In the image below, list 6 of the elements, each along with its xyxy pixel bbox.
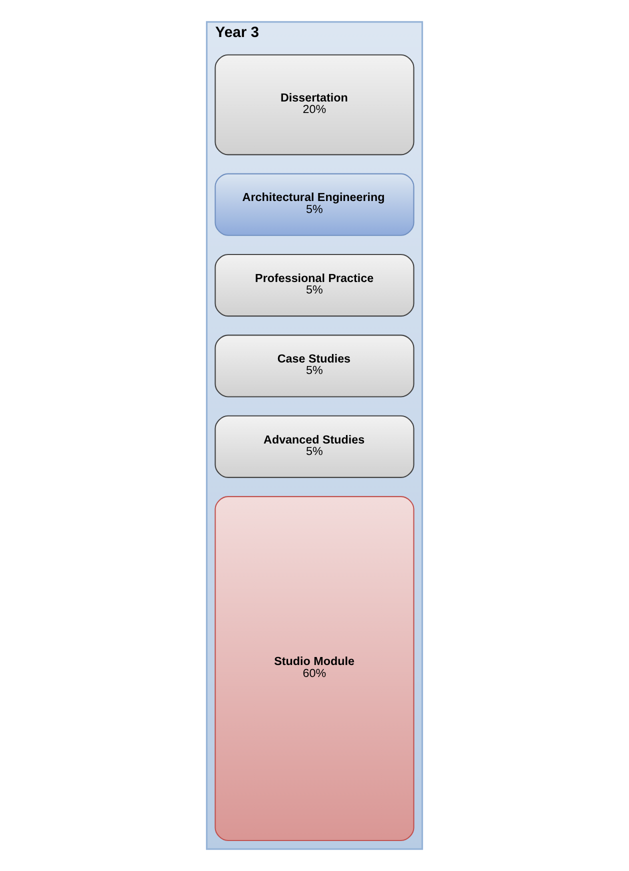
node-box: Architectural Engineering 5% [214, 173, 414, 236]
node-box: Studio Module 60% [214, 496, 414, 842]
node-box: Case Studies 5% [214, 334, 414, 398]
node-box: Dissertation 20% [214, 54, 414, 156]
node-box: Advanced Studies 5% [214, 415, 414, 478]
node-box: Professional Practice 5% [214, 254, 414, 317]
